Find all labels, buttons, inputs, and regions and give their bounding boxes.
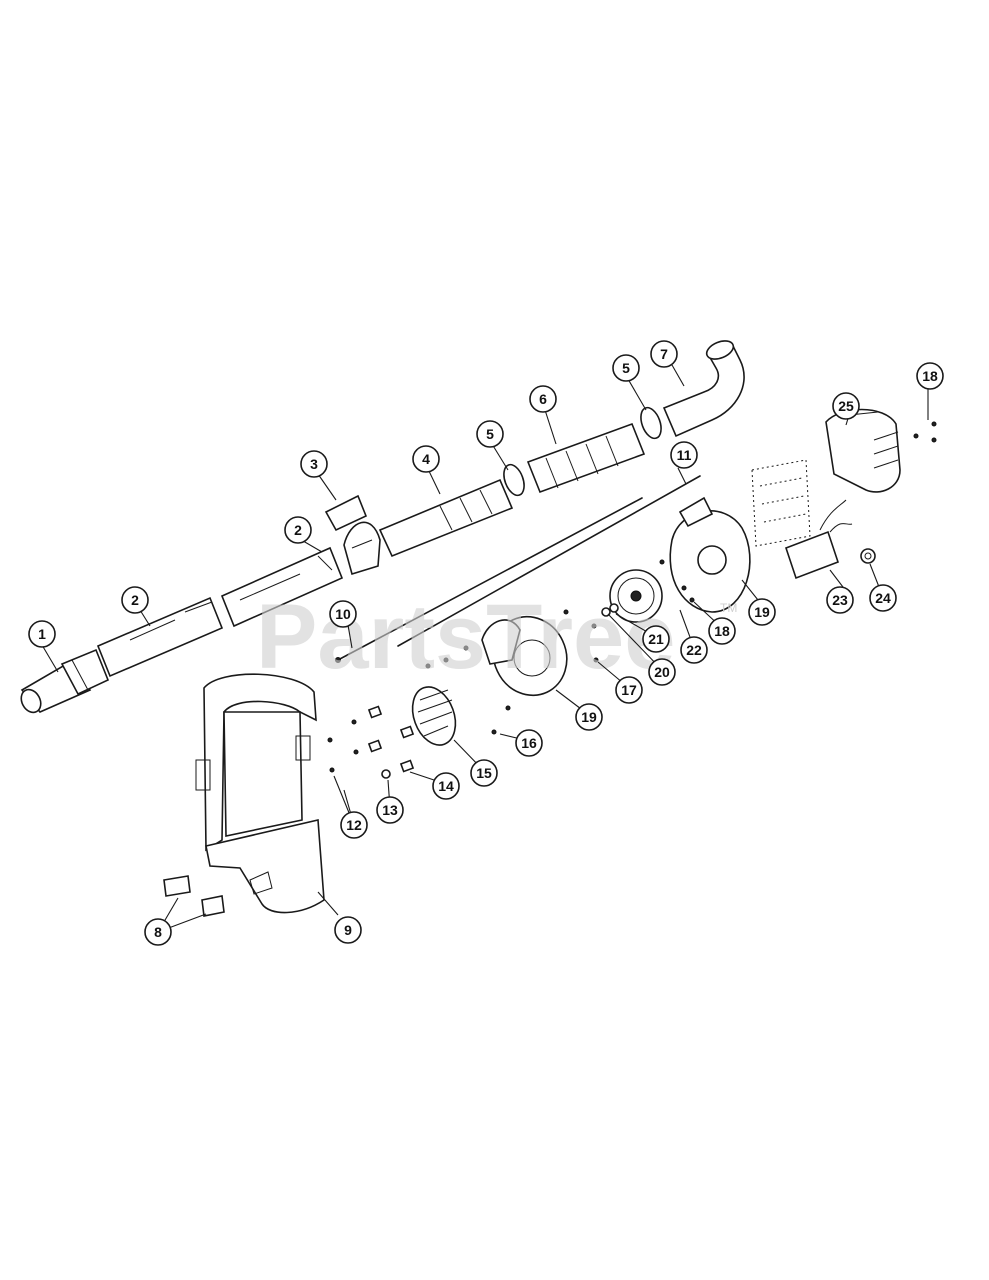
callout-7[interactable]: 7 xyxy=(650,340,678,368)
callout-9[interactable]: 9 xyxy=(334,916,362,944)
part-washer-13[interactable] xyxy=(381,769,391,779)
watermark: PartsTree TM xyxy=(256,586,737,688)
part-housing-19-back[interactable] xyxy=(669,496,751,613)
part-impeller-22[interactable] xyxy=(609,569,663,623)
callout-22[interactable]: 22 xyxy=(680,636,708,664)
svg-text:23: 23 xyxy=(832,592,848,608)
svg-text:25: 25 xyxy=(838,398,854,414)
svg-text:18: 18 xyxy=(922,368,938,384)
svg-text:10: 10 xyxy=(335,606,351,622)
callout-2-upper[interactable]: 2 xyxy=(284,516,312,544)
svg-text:20: 20 xyxy=(654,664,670,680)
part-intake-screen-15[interactable] xyxy=(405,681,463,751)
callout-10[interactable]: 10 xyxy=(329,600,357,628)
svg-text:21: 21 xyxy=(648,631,664,647)
svg-text:19: 19 xyxy=(581,709,597,725)
callout-12[interactable]: 12 xyxy=(340,811,368,839)
part-harness-9[interactable] xyxy=(195,673,325,914)
part-clamp-5-left[interactable] xyxy=(500,462,528,498)
svg-text:6: 6 xyxy=(539,391,547,407)
svg-text:11: 11 xyxy=(677,447,692,463)
part-tube-2-upper[interactable] xyxy=(220,546,344,628)
callout-25[interactable]: 25 xyxy=(832,392,860,420)
svg-text:PartsTree: PartsTree xyxy=(256,586,675,688)
part-clamp-5-right[interactable] xyxy=(637,405,665,441)
callout-20[interactable]: 20 xyxy=(648,658,676,686)
svg-text:TM: TM xyxy=(720,601,737,615)
part-screws-17[interactable] xyxy=(563,609,599,663)
part-screws-16[interactable] xyxy=(425,645,511,735)
part-flex-hose-6[interactable] xyxy=(526,422,646,494)
callout-13[interactable]: 13 xyxy=(376,796,404,824)
callout-16[interactable]: 16 xyxy=(515,729,543,757)
svg-text:17: 17 xyxy=(621,682,637,698)
svg-text:22: 22 xyxy=(686,642,702,658)
part-elbow-7[interactable] xyxy=(662,337,745,438)
svg-text:2: 2 xyxy=(131,592,139,608)
callout-24[interactable]: 24 xyxy=(869,584,897,612)
callout-19-front[interactable]: 19 xyxy=(575,703,603,731)
svg-text:9: 9 xyxy=(344,922,352,938)
part-shroud-25[interactable] xyxy=(825,408,901,493)
svg-text:19: 19 xyxy=(754,604,770,620)
part-tube-4[interactable] xyxy=(378,478,514,558)
part-nut-24[interactable] xyxy=(860,548,876,564)
part-nozzle-1[interactable] xyxy=(17,648,110,716)
callout-18-right[interactable]: 18 xyxy=(916,362,944,390)
callout-6[interactable]: 6 xyxy=(529,385,557,413)
callout-14[interactable]: 14 xyxy=(432,772,460,800)
callout-2-lower[interactable]: 2 xyxy=(121,586,149,614)
callout-15[interactable]: 15 xyxy=(470,759,498,787)
callout-1[interactable]: 1 xyxy=(28,620,56,648)
callout-5-right[interactable]: 5 xyxy=(612,354,640,382)
part-washers-20-21[interactable] xyxy=(601,603,619,617)
callout-5-left[interactable]: 5 xyxy=(476,420,504,448)
svg-text:13: 13 xyxy=(382,802,398,818)
svg-text:4: 4 xyxy=(422,451,430,467)
part-housing-19-front[interactable] xyxy=(480,605,579,708)
svg-text:2: 2 xyxy=(294,522,302,538)
callout-19-back[interactable]: 19 xyxy=(748,598,776,626)
callout-21[interactable]: 21 xyxy=(642,625,670,653)
svg-text:18: 18 xyxy=(714,623,730,639)
part-ignition-23[interactable] xyxy=(784,499,853,580)
callout-17[interactable]: 17 xyxy=(615,676,643,704)
part-screws-12[interactable] xyxy=(327,719,359,773)
svg-text:15: 15 xyxy=(476,765,492,781)
svg-text:14: 14 xyxy=(438,778,454,794)
svg-text:1: 1 xyxy=(38,626,46,642)
callout-4[interactable]: 4 xyxy=(412,445,440,473)
svg-text:5: 5 xyxy=(486,426,494,442)
part-tube-2-lower[interactable] xyxy=(96,596,224,678)
callout-3[interactable]: 3 xyxy=(300,450,328,478)
callout-11[interactable]: 11 xyxy=(670,441,698,469)
part-handle-3[interactable] xyxy=(324,494,381,576)
svg-text:8: 8 xyxy=(154,924,162,940)
part-buckles-8[interactable] xyxy=(163,875,225,917)
svg-text:24: 24 xyxy=(875,590,891,606)
callout-8[interactable]: 8 xyxy=(144,918,172,946)
part-screws-18[interactable] xyxy=(659,421,937,603)
part-cable-10[interactable] xyxy=(335,497,643,663)
callout-23[interactable]: 23 xyxy=(826,586,854,614)
callout-18-center[interactable]: 18 xyxy=(708,617,736,645)
svg-text:7: 7 xyxy=(660,346,668,362)
svg-text:5: 5 xyxy=(622,360,630,376)
part-engine-mesh xyxy=(751,459,811,547)
svg-text:3: 3 xyxy=(310,456,318,472)
part-fasteners-14[interactable] xyxy=(367,705,415,773)
svg-text:12: 12 xyxy=(346,817,362,833)
part-cable-11[interactable] xyxy=(397,475,701,647)
svg-text:16: 16 xyxy=(521,735,537,751)
